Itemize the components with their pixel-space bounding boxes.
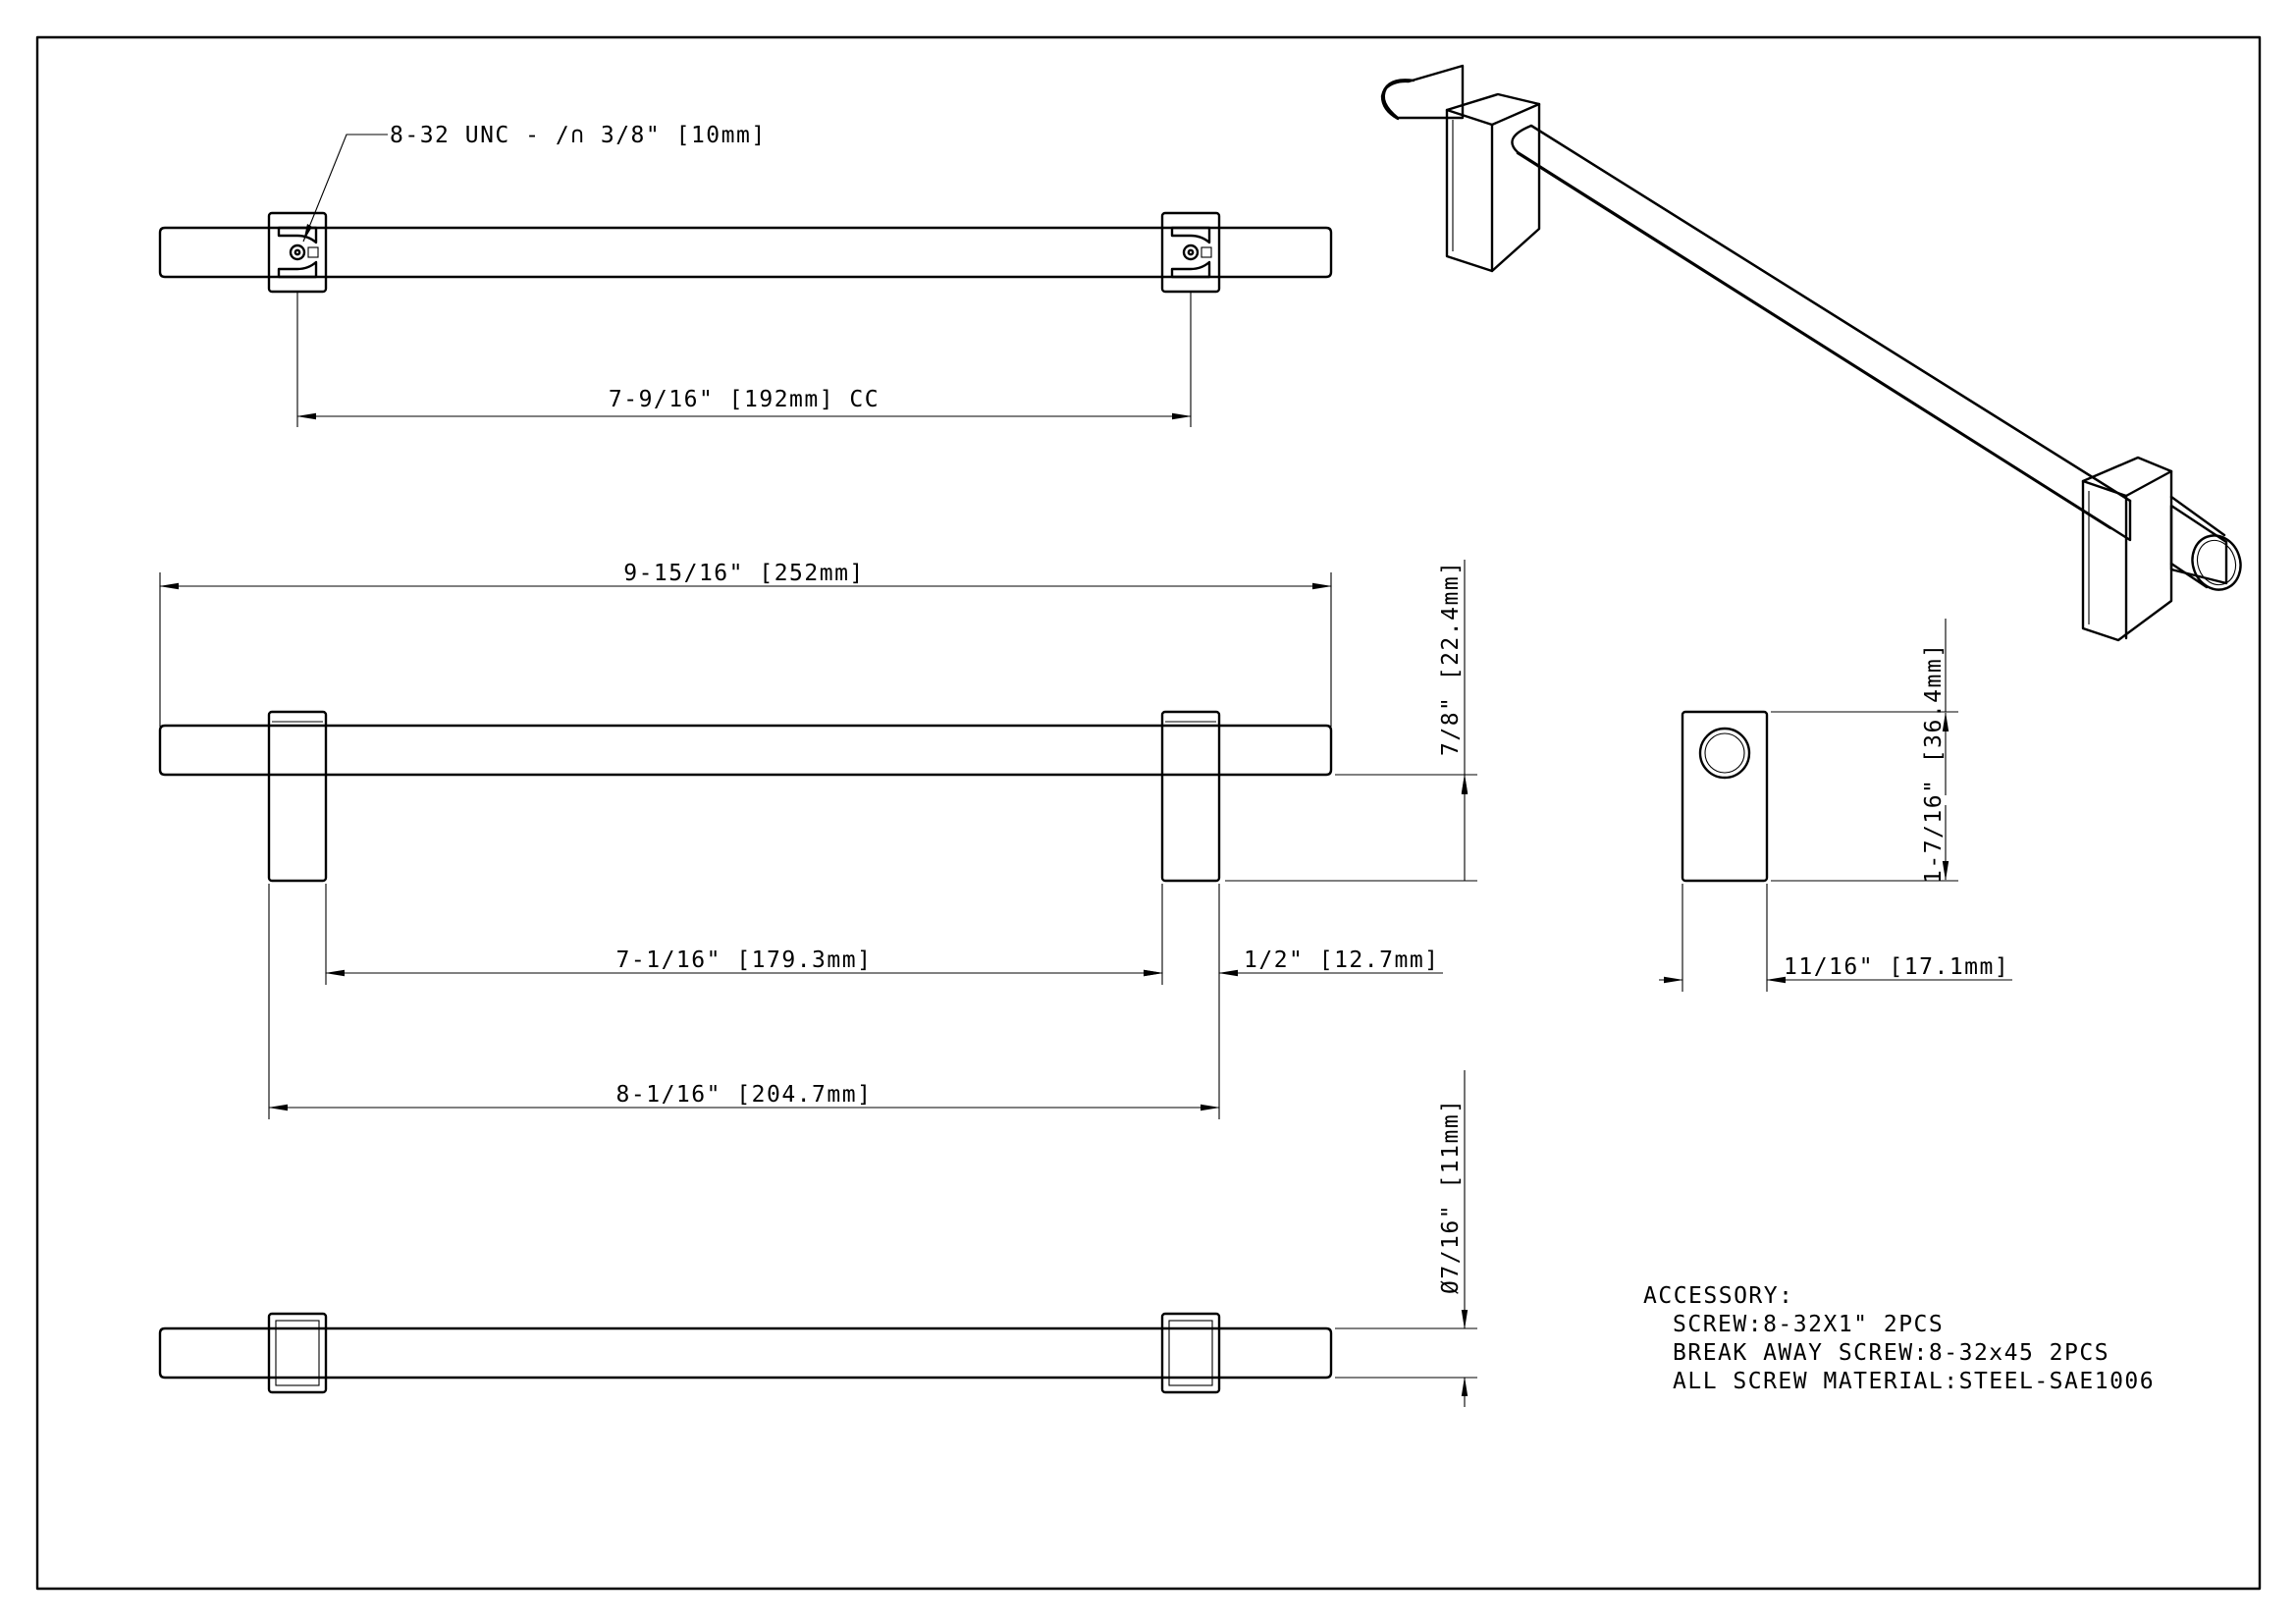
- side-view-bar-end-icon: [1698, 727, 1751, 780]
- accessory-title: ACCESSORY:: [1643, 1283, 1793, 1309]
- dim-post-span: 8-1/16" [204.7mm]: [616, 1082, 873, 1108]
- bottom-view-post-right: [1160, 1312, 1221, 1394]
- bottom-view-bar: [158, 1326, 1333, 1380]
- dim-center-to-center: 7-9/16" [192mm] CC: [609, 387, 880, 412]
- isometric-view: [1380, 64, 2242, 642]
- side-view-post: [1681, 710, 1769, 883]
- accessory-line-3: ALL SCREW MATERIAL:STEEL-SAE1006: [1673, 1369, 2155, 1394]
- screw-hole-right-icon: [1182, 244, 1200, 261]
- side-view: 1-7/16" [36.4mm] 11/16" [17.1mm]: [1659, 619, 2012, 992]
- dim-post-width: 1/2" [12.7mm]: [1244, 947, 1440, 973]
- front-view: 9-15/16" [252mm] 7/8" [22.4mm] 7-1/16" […: [158, 560, 1477, 1119]
- front-view-bar: [158, 724, 1333, 777]
- top-view-bar: [158, 226, 1333, 279]
- iso-post-left: [1445, 92, 1541, 273]
- dim-bar-diameter: Ø7/16" [11mm]: [1438, 1098, 1464, 1294]
- top-view: 8-32 UNC - ∕∩ 3/8" [10mm] 7-9/16" [192mm…: [158, 123, 1333, 427]
- screw-hole-left-icon: [289, 244, 306, 261]
- top-view-post-right: [1160, 211, 1221, 294]
- accessory-line-2: BREAK AWAY SCREW:8-32x45 2PCS: [1673, 1340, 2109, 1366]
- sheet-border: [35, 35, 2262, 1591]
- dim-overall-length: 9-15/16" [252mm]: [623, 561, 865, 586]
- dim-post-depth: 11/16" [17.1mm]: [1784, 954, 2009, 980]
- top-view-post-left: [267, 211, 328, 294]
- iso-bar: [1511, 124, 2132, 542]
- accessory-line-1: SCREW:8-32X1" 2PCS: [1673, 1312, 1944, 1337]
- accessory-note: ACCESSORY: SCREW:8-32X1" 2PCS BREAK AWAY…: [1643, 1283, 2155, 1394]
- dim-height: 7/8" [22.4mm]: [1438, 560, 1464, 756]
- bottom-view-post-left: [267, 1312, 328, 1394]
- iso-bar-end-icon: [2191, 534, 2242, 591]
- iso-post-right: [2081, 456, 2173, 642]
- front-view-post-right: [1160, 710, 1221, 883]
- dim-inner-gap: 7-1/16" [179.3mm]: [616, 947, 873, 973]
- bottom-view: Ø7/16" [11mm]: [158, 1070, 1477, 1407]
- dim-post-height: 1-7/16" [36.4mm]: [1921, 642, 1947, 884]
- thread-callout: 8-32 UNC - ∕∩ 3/8" [10mm]: [390, 123, 767, 148]
- front-view-post-left: [267, 710, 328, 883]
